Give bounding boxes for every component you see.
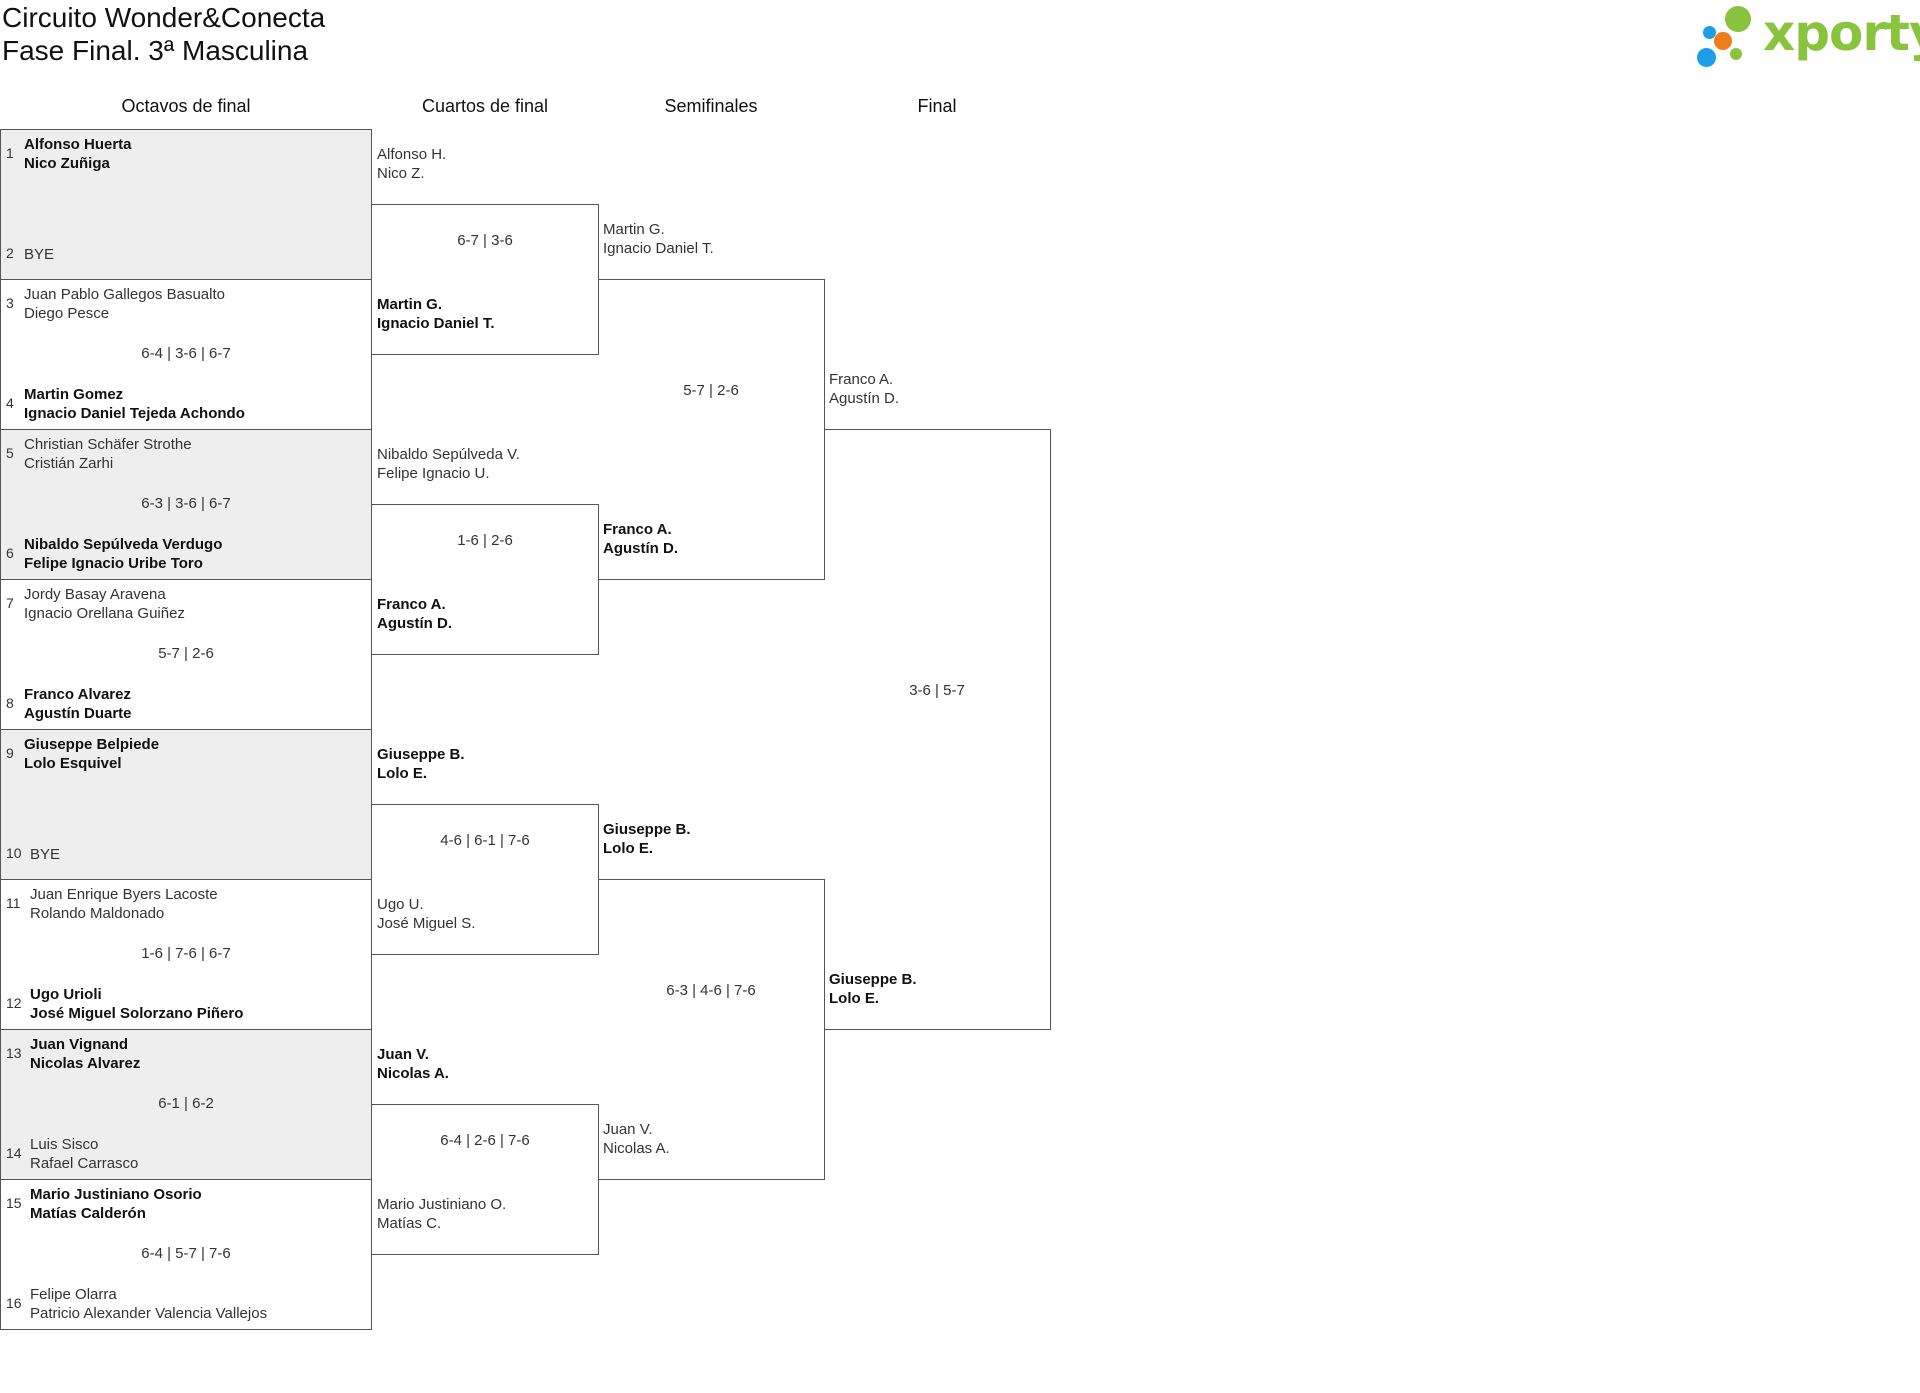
r16-match-box [0,129,372,280]
match-score: 1-6 | 2-6 [457,532,513,549]
team-entry: Mario Justiniano O. Matías C. [377,1196,507,1232]
page-title: Circuito Wonder&Conecta [2,2,326,33]
match-score: 6-4 | 2-6 | 7-6 [440,1132,530,1149]
logo-dot-blue-large [1697,48,1716,67]
seed-number: 11 [6,895,21,911]
page-subtitle: Fase Final. 3ª Masculina [2,35,309,66]
r16-match-box [0,1029,372,1180]
match-score: 3-6 | 5-7 [909,682,965,699]
r16-match-box [0,729,372,880]
team-entry: Nibaldo Sepúlveda Verdugo Felipe Ignacio… [24,536,223,572]
seed-number: 2 [6,245,14,261]
team-entry: BYE [24,246,55,263]
round-title-2: Cuartos de final [421,96,549,116]
team-entry: Giuseppe B. Lolo E. [829,971,917,1007]
match-score: 5-7 | 2-6 [158,645,214,662]
team-entry: Martin G. Ignacio Daniel T. [603,221,714,257]
seed-number: 13 [6,1045,22,1061]
seed-number: 3 [6,295,14,311]
logo-dot-green-small [1730,48,1742,60]
team-entry: Luis Sisco Rafael Carrasco [30,1136,139,1172]
team-entry: Franco Alvarez Agustín Duarte [24,686,132,722]
team-entry: Franco A. Agustín D. [377,596,452,632]
seed-number: 5 [6,445,14,461]
logo-dot-orange [1714,32,1732,50]
seed-number: 4 [6,395,14,411]
team-entry: Giuseppe B. Lolo E. [377,746,465,782]
team-entry: Alfonso H. Nico Z. [377,146,447,182]
round-title-4: Final [917,96,957,116]
team-entry: Giuseppe B. Lolo E. [603,821,691,857]
logo-dot-green [1725,6,1751,32]
seed-number: 12 [6,995,22,1011]
seed-number: 15 [6,1195,22,1211]
logo-wordmark: xporty [1763,4,1920,62]
team-entry: Jordy Basay Aravena Ignacio Orellana Gui… [24,586,185,622]
team-entry: Felipe Olarra Patricio Alexander Valenci… [30,1286,268,1322]
seed-number: 1 [6,145,14,161]
team-entry: BYE [30,846,61,863]
match-score: 6-3 | 3-6 | 6-7 [141,495,231,512]
team-entry: Franco A. Agustín D. [829,371,900,407]
final-match-box [824,429,1051,1030]
match-score: 1-6 | 7-6 | 6-7 [141,945,231,962]
match-score: 6-3 | 4-6 | 7-6 [666,982,756,999]
match-score: 6-4 | 3-6 | 6-7 [141,345,231,362]
team-entry: Juan Vignand Nicolas Alvarez [30,1036,141,1072]
xporty-logo: xporty [1695,4,1920,74]
seed-number: 9 [6,745,14,761]
seed-number: 14 [6,1145,22,1161]
team-entry: Mario Justiniano Osorio Matías Calderón [30,1186,202,1222]
seed-number: 6 [6,545,14,561]
logo-dot-blue [1703,26,1716,39]
team-entry: Christian Schäfer Strothe Cristián Zarhi [24,436,192,472]
seed-number: 16 [6,1295,22,1311]
team-entry: Ugo U. José Miguel S. [377,896,476,932]
seed-number: 8 [6,695,14,711]
team-entry: Juan V. Nicolas A. [377,1046,449,1082]
team-entry: Giuseppe Belpiede Lolo Esquivel [24,736,160,772]
team-entry: Juan V. Nicolas A. [603,1121,670,1157]
seed-number: 7 [6,595,14,611]
round-title-1: Octavos de final [121,96,251,116]
match-score: 6-4 | 5-7 | 7-6 [141,1245,231,1262]
team-entry: Juan Enrique Byers Lacoste Rolando Maldo… [30,886,218,922]
team-entry: Martin Gomez Ignacio Daniel Tejeda Achon… [24,386,245,422]
team-entry: Martin G. Ignacio Daniel T. [377,296,495,332]
team-entry: Ugo Urioli José Miguel Solorzano Piñero [30,986,244,1022]
match-score: 6-7 | 3-6 [457,232,513,249]
round-title-3: Semifinales [664,96,758,116]
seed-number: 10 [6,845,22,861]
team-entry: Juan Pablo Gallegos Basualto Diego Pesce [24,286,225,322]
r16-match-box [0,1179,372,1330]
match-score: 6-1 | 6-2 [158,1095,214,1112]
match-score: 4-6 | 6-1 | 7-6 [440,832,530,849]
team-entry: Franco A. Agustín D. [603,521,678,557]
team-entry: Alfonso Huerta Nico Zuñiga [24,136,132,172]
r16-match-box [0,429,372,580]
match-score: 5-7 | 2-6 [683,382,739,399]
team-entry: Nibaldo Sepúlveda V. Felipe Ignacio U. [377,446,520,482]
